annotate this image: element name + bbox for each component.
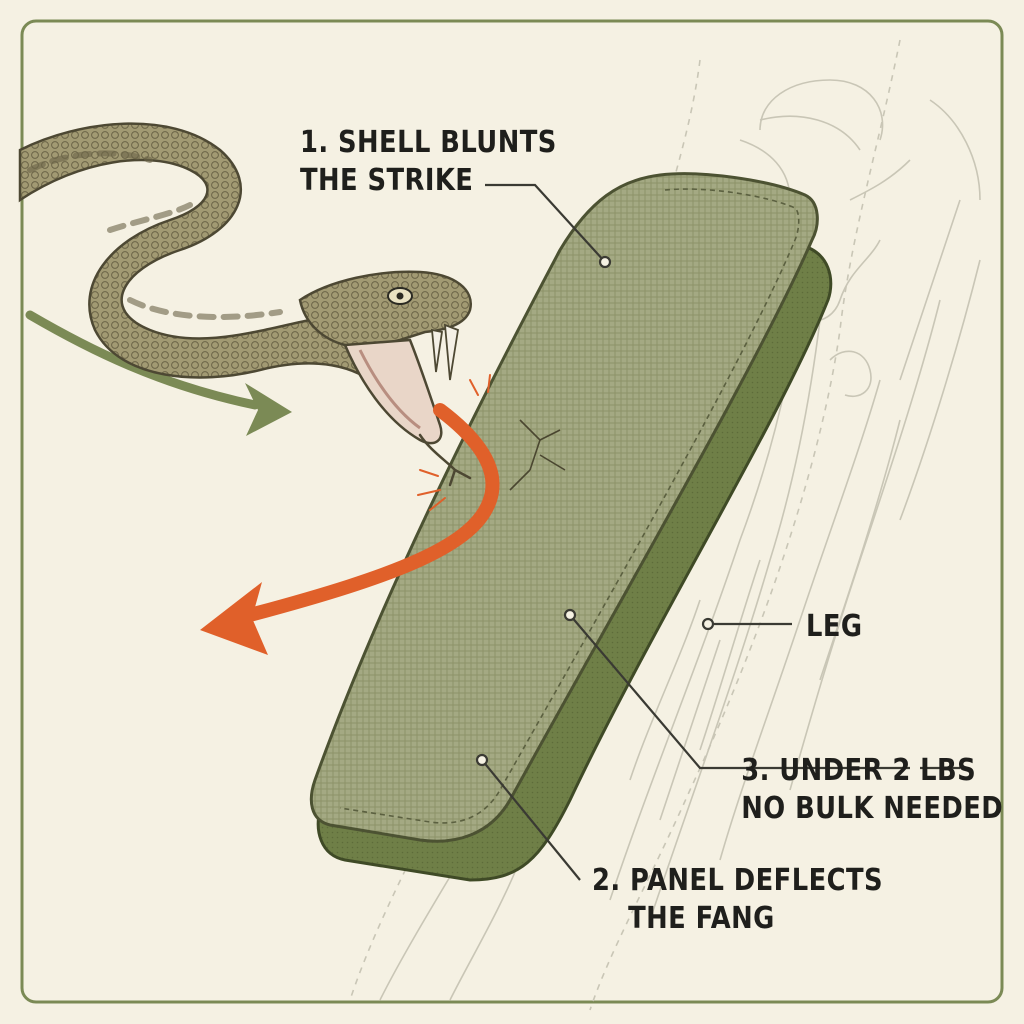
label-panel-deflects-fang: 2. PANEL DEFLECTS THE FANG [592, 862, 883, 938]
shell-layer [309, 172, 819, 843]
rattlesnake-illustration [18, 122, 473, 487]
motion-arrow [25, 310, 292, 436]
frame-border [20, 19, 1004, 1004]
leader-panel [481, 759, 581, 881]
leader-weight [569, 614, 960, 770]
label-under-2-lbs: 3. UNDER 2 LBS NO BULK NEEDED [741, 752, 1004, 828]
label-panel-line1: 2. PANEL DEFLECTS [592, 863, 884, 898]
label-leg-text: LEG [806, 609, 863, 644]
label-shell-line2: THE STRIKE [300, 163, 474, 198]
impact-sparks [417, 374, 491, 511]
label-panel-line2: THE FANG [628, 901, 775, 936]
shell-stitching [339, 188, 800, 824]
shell-impact-cracks [509, 419, 566, 491]
fang-deflection-arrow [200, 403, 500, 655]
label-weight-line2: NO BULK NEEDED [741, 791, 1004, 826]
label-shell-line1: 1. SHELL BLUNTS [300, 125, 557, 160]
label-weight-line1: 3. UNDER 2 LBS [741, 753, 977, 788]
label-leg: LEG [806, 608, 863, 646]
label-shell-blunts-strike: 1. SHELL BLUNTS THE STRIKE [300, 124, 557, 200]
leader-lines [475, 183, 960, 881]
leader-shell [485, 183, 606, 263]
